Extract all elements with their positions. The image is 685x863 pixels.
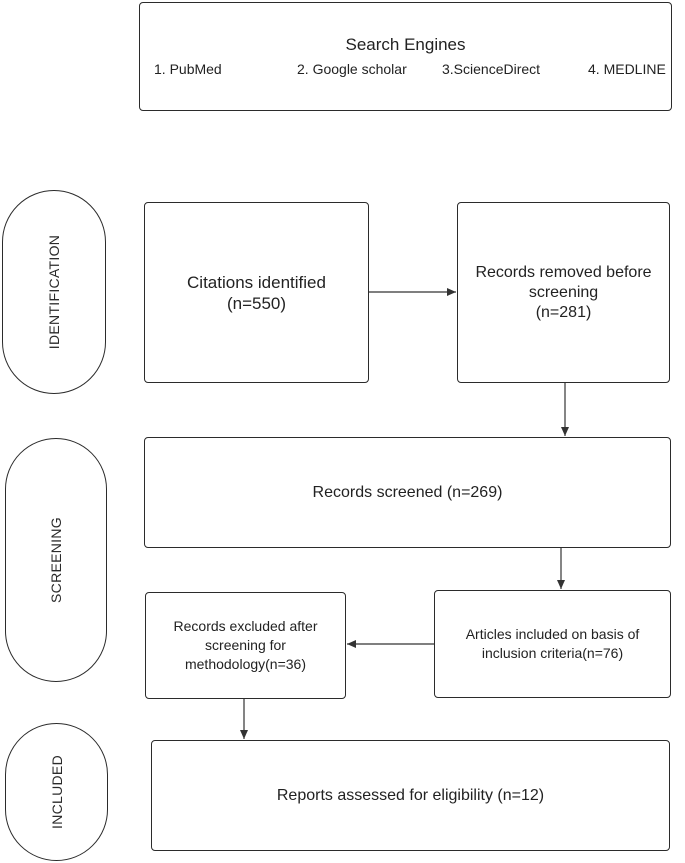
search-engines-list: 1. PubMed 2. Google scholar 3.ScienceDir… xyxy=(140,61,671,79)
records-excluded-text-2: screening for xyxy=(205,637,286,653)
citations-identified-text: Citations identified xyxy=(187,272,326,292)
articles-included-text-1: Articles included on basis of xyxy=(465,626,640,642)
phase-screening: SCREENING xyxy=(5,438,107,682)
reports-assessed-box: Reports assessed for eligibility (n=12) xyxy=(151,740,670,851)
records-excluded-box: Records excluded after screening for met… xyxy=(145,592,346,699)
records-screened-box: Records screened (n=269) xyxy=(144,437,671,548)
records-screened-text: Records screened (n=269) xyxy=(312,483,503,501)
engine-google-scholar: 2. Google scholar xyxy=(297,60,407,77)
citations-identified-box: Citations identified (n=550) xyxy=(144,202,369,383)
records-removed-text-1: Records removed before xyxy=(475,263,652,281)
records-removed-box: Records removed before screening (n=281) xyxy=(457,202,670,383)
records-removed-text-2: screening xyxy=(528,283,599,301)
phase-included: INCLUDED xyxy=(5,723,108,861)
search-engines-box: Search Engines 1. PubMed 2. Google schol… xyxy=(139,2,672,111)
articles-included-box: Articles included on basis of inclusion … xyxy=(434,590,671,698)
articles-included-text-2: inclusion criteria(n=76) xyxy=(481,645,624,661)
records-excluded-text-3: methodology(n=36) xyxy=(184,656,307,672)
citations-identified-count: (n=550) xyxy=(226,293,287,313)
phase-identification: IDENTIFICATION xyxy=(2,190,106,394)
records-removed-count: (n=281) xyxy=(535,303,592,321)
records-excluded-text-1: Records excluded after xyxy=(173,618,318,634)
reports-assessed-text: Reports assessed for eligibility (n=12) xyxy=(276,786,545,804)
engine-sciencedirect: 3.ScienceDirect xyxy=(442,60,541,77)
engine-pubmed: 1. PubMed xyxy=(154,60,222,77)
engine-medline: 4. MEDLINE xyxy=(588,60,666,77)
search-engines-title: Search Engines xyxy=(345,34,466,54)
